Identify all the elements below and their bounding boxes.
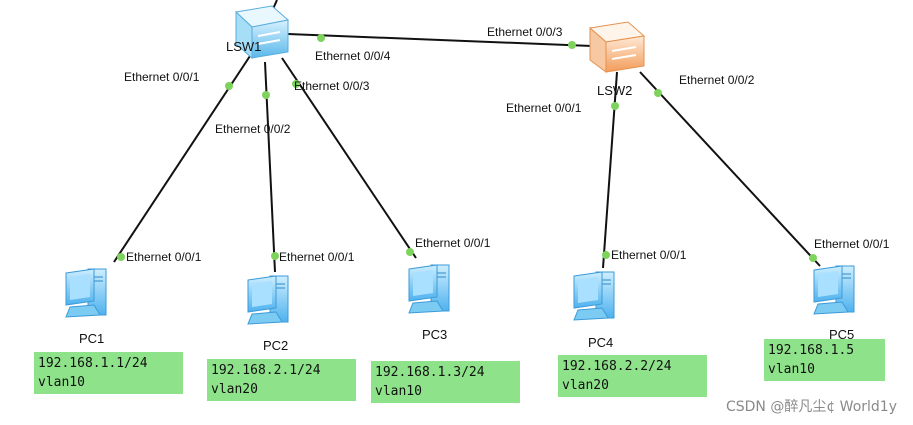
port-dot (317, 34, 325, 42)
pc1-vlan: vlan10 (38, 375, 85, 390)
pc2-label: PC2 (263, 338, 288, 353)
port-dot (406, 248, 414, 256)
pc2-vlan: vlan20 (211, 382, 258, 397)
pc4-config-note: 192.168.2.2/24 vlan20 (558, 355, 707, 397)
port-label-pc3-eth001: Ethernet 0/0/1 (415, 236, 491, 250)
port-label-lsw2-eth003: Ethernet 0/0/3 (487, 25, 563, 39)
link-lsw1-pc1 (113, 55, 251, 263)
pc1-config-note: 192.168.1.1/24 vlan10 (34, 352, 183, 394)
pc3-vlan: vlan10 (375, 384, 422, 399)
port-dot (568, 41, 576, 49)
link-lsw2-pc4 (602, 71, 618, 269)
pc2-icon[interactable] (247, 275, 289, 325)
pc4-ip: 192.168.2.2/24 (562, 359, 672, 374)
pc1-label: PC1 (79, 331, 104, 346)
switch-lsw1-label: LSW1 (226, 39, 261, 54)
port-dot (225, 82, 233, 90)
port-label-lsw1-eth004: Ethernet 0/0/4 (315, 49, 391, 63)
pc5-ip: 192.168.1.5 (768, 343, 855, 358)
pc4-label: PC4 (588, 335, 613, 350)
pc5-vlan: vlan10 (768, 362, 815, 377)
port-dot (117, 253, 125, 261)
pc3-icon[interactable] (408, 264, 450, 314)
pc4-icon[interactable] (573, 271, 615, 321)
port-label-lsw2-eth002: Ethernet 0/0/2 (679, 73, 755, 87)
port-label-lsw1-eth003: Ethernet 0/0/3 (294, 79, 370, 93)
port-label-pc4-eth001: Ethernet 0/0/1 (611, 248, 687, 262)
switch-lsw2-icon[interactable] (588, 21, 646, 73)
pc4-vlan: vlan20 (562, 378, 609, 393)
port-dot (602, 251, 610, 259)
pc5-label: PC5 (829, 327, 854, 342)
pc1-ip: 192.168.1.1/24 (38, 356, 148, 371)
port-label-pc2-eth001: Ethernet 0/0/1 (279, 250, 355, 264)
link-lsw2-pc5 (639, 71, 821, 267)
port-dot (611, 102, 619, 110)
port-dot (292, 80, 300, 88)
watermark-text: CSDN @醉凡尘¢ World1y (725, 399, 897, 415)
switch-lsw1-icon[interactable] (234, 5, 290, 60)
port-label-lsw1-eth002: Ethernet 0/0/2 (215, 122, 291, 136)
port-label-pc5-eth001: Ethernet 0/0/1 (814, 237, 890, 251)
port-dot (809, 254, 817, 262)
pc3-config-note: 192.168.1.3/24 vlan10 (371, 361, 520, 403)
pc3-label: PC3 (422, 327, 447, 342)
switch-lsw2-label: LSW2 (597, 83, 632, 98)
pc2-config-note: 192.168.2.1/24 vlan20 (207, 359, 356, 401)
port-dot (262, 91, 270, 99)
link-lsw1-pc3 (281, 57, 417, 259)
port-dot (271, 252, 279, 260)
pc1-icon[interactable] (65, 268, 107, 318)
port-label-lsw1-eth001: Ethernet 0/0/1 (124, 70, 200, 84)
pc5-config-note: 192.168.1.5 vlan10 (764, 339, 885, 381)
pc3-ip: 192.168.1.3/24 (375, 365, 485, 380)
port-label-lsw2-eth001: Ethernet 0/0/1 (506, 101, 582, 115)
port-label-pc1-eth001: Ethernet 0/0/1 (126, 250, 202, 264)
port-dot (654, 89, 662, 97)
link-lsw1-lsw2 (287, 33, 593, 47)
pc5-icon[interactable] (813, 265, 855, 315)
pc2-ip: 192.168.2.1/24 (211, 363, 321, 378)
